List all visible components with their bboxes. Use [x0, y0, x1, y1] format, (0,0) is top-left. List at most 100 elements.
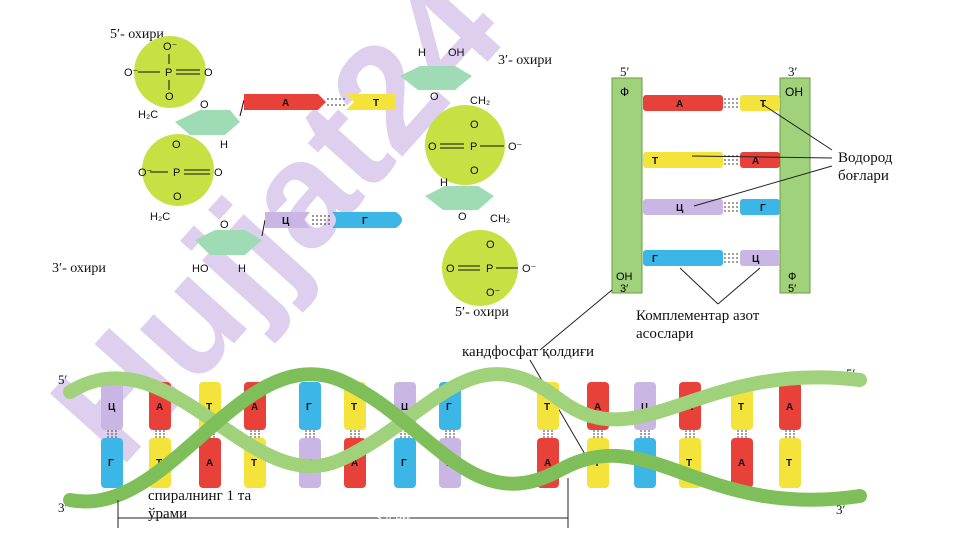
double-helix: 5′ 5′ 3′ 3′ ЦГАТТААТГЦТАЦГГЦТААТЦГАТТААТ…: [58, 366, 867, 528]
helix-base-top-label: А: [594, 402, 601, 413]
label-turn-1: спиралнинг 1 та: [148, 488, 251, 504]
chem-o: O: [458, 211, 467, 223]
helix-base-top-label: Т: [351, 402, 357, 413]
chem-o: O: [428, 141, 437, 153]
helix-base-top-label: Ц: [401, 402, 409, 413]
helix-strand-b: [63, 367, 867, 509]
chem-h: H: [418, 47, 426, 59]
ladder-pairs: АТТАЦГГЦ: [643, 95, 780, 266]
chem-o: O: [470, 119, 479, 131]
chem-p: P: [165, 67, 172, 79]
helix-strand-a: [63, 367, 867, 474]
ladder-right-base-label: Ц: [752, 254, 760, 265]
helix-base-bottom: [199, 438, 221, 488]
helix-base-top: [299, 382, 321, 430]
chem-ch2: CH₂: [470, 95, 490, 107]
dna-ladder: 5′ 3′ Ф ОН ОН 3′ Ф 5′ АТТАЦГГЦ: [611, 64, 811, 295]
ladder-left-base-label: Г: [652, 254, 658, 265]
helix-base-pair: ЦГ: [634, 382, 656, 488]
helix-base-bottom: [394, 438, 416, 488]
chem-o: O: [446, 263, 455, 275]
chem-o-minus: O⁻: [522, 263, 537, 275]
ladder-left-base: [643, 95, 723, 111]
phosphate-group-1: [134, 36, 206, 108]
label-3-end-left: 3′- охири: [52, 261, 106, 276]
ladder-left-base-label: А: [676, 99, 683, 110]
chemical-structure: 5′- охири O⁻ O⁻ P O O H₂C O H А Т O O⁻ P…: [52, 27, 552, 320]
helix-base-top-label: Г: [306, 402, 312, 413]
phosphate-group-2: [142, 134, 214, 206]
helix-base-pair: ЦГ: [101, 382, 123, 488]
chem-o: O: [173, 191, 182, 203]
helix-base-top-label: Ц: [108, 402, 116, 413]
ladder-right-base: [740, 95, 780, 111]
helix-base-bottom-label: А: [544, 458, 551, 469]
label-hydrogen-2: боғлари: [838, 168, 889, 184]
helix-base-top-label: А: [156, 402, 163, 413]
chem-o-minus: O⁻: [138, 167, 153, 179]
chem-o: O: [470, 165, 479, 177]
label-complementary-2: асослари: [636, 326, 694, 342]
phosphate-group-3: [425, 105, 505, 185]
helix-base-top-label: Г: [446, 402, 452, 413]
helix-base-bottom: [101, 438, 123, 488]
sugar-4: [425, 186, 494, 210]
helix-base-top: [101, 382, 123, 430]
helix-3-left: 3′: [58, 500, 68, 515]
base-label: Ц: [282, 216, 290, 227]
ladder-left-oh: ОН: [616, 271, 633, 283]
chem-ch2: CH₂: [490, 213, 510, 225]
ladder-left-cap: Ф: [620, 85, 629, 99]
base-guanine: [332, 212, 402, 228]
ladder-left-base: [643, 250, 723, 266]
ladder-left-base-label: Т: [652, 156, 658, 167]
chem-p: P: [486, 263, 493, 275]
helix-base-bottom-label: Т: [786, 458, 792, 469]
chem-h: H: [440, 177, 448, 189]
helix-base-top-label: А: [251, 402, 258, 413]
chem-o-minus: O⁻: [163, 41, 178, 53]
helix-base-pair: АТ: [587, 382, 609, 488]
sugar-3: [400, 66, 472, 90]
ladder-right-base-label: Г: [760, 203, 766, 214]
chem-o-minus: O⁻: [124, 67, 139, 79]
chem-o-minus: O⁻: [508, 141, 523, 153]
helix-base-bottom: [731, 438, 753, 488]
chem-p: P: [173, 167, 180, 179]
helix-base-bottom-label: Г: [108, 458, 114, 469]
helix-base-pair: АТ: [779, 382, 801, 488]
chem-oh: OH: [448, 47, 465, 59]
ladder-right-strand: [779, 77, 811, 294]
chem-h: H: [238, 263, 246, 275]
ladder-left-strand: [611, 77, 643, 294]
helix-base-bottom-label: А: [738, 458, 745, 469]
chem-o: O: [204, 67, 213, 79]
helix-base-bottom-label: Г: [401, 458, 407, 469]
ladder-left-base-label: Ц: [676, 203, 684, 214]
chem-o: O: [172, 139, 181, 151]
label-distance: — 3,4 нм: [360, 511, 410, 525]
phosphate-group-4: [442, 230, 518, 306]
base-label: Т: [373, 98, 379, 109]
helix-base-top-label: Т: [206, 402, 212, 413]
ladder-right-base: [740, 199, 780, 215]
label-complementary-1: Комплементар азот: [636, 308, 760, 324]
ladder-right-base: [740, 152, 780, 168]
sugar-2: [195, 230, 262, 255]
label-turn-2: ўрами: [148, 506, 187, 522]
chem-o: O: [430, 91, 439, 103]
base-label: Г: [362, 216, 368, 227]
chem-o: O: [200, 99, 209, 111]
helix-base-top-label: Т: [544, 402, 550, 413]
label-hydrogen-1: Водород: [838, 150, 893, 166]
chem-o-minus: O⁻: [486, 287, 501, 299]
helix-base-bottom-label: А: [206, 458, 213, 469]
ladder-right-base-label: А: [752, 156, 759, 167]
label-5-end-bottom: 5′- охири: [455, 305, 509, 320]
base-label: А: [282, 98, 289, 109]
hydrogen-bonds-callout: Водород боғлари: [691, 103, 893, 207]
chem-h: H: [220, 139, 228, 151]
helix-base-top-label: Ц: [641, 402, 649, 413]
